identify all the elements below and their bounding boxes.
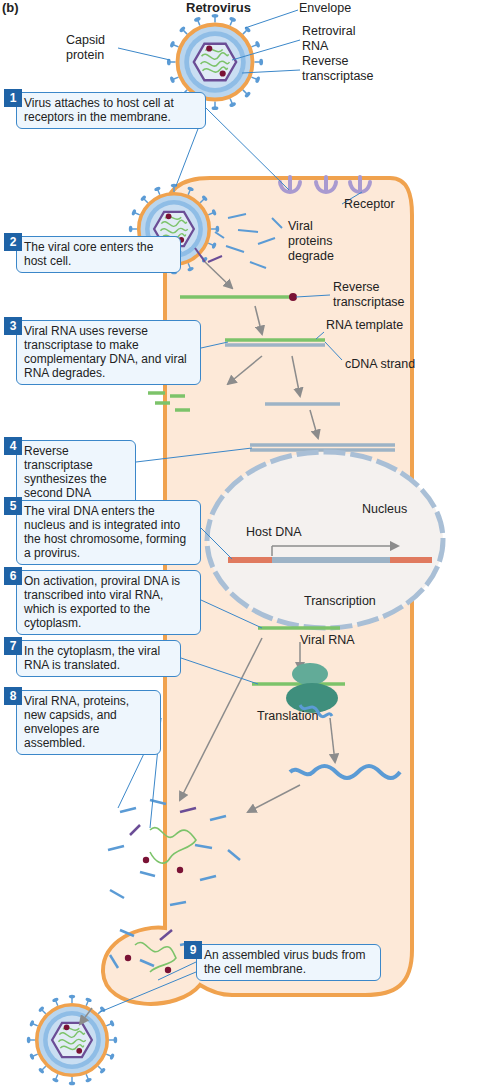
viral-rna — [258, 626, 340, 630]
callout-box: 2The viral core enters the host cell. — [16, 236, 181, 273]
part-label: RNA template — [326, 318, 403, 333]
nucleus — [207, 452, 443, 628]
callout-text: The viral core enters the host cell. — [24, 240, 174, 268]
callout-box: 8Viral RNA, proteins, new capsids, and e… — [16, 690, 161, 755]
part-label: Reverse transcriptase — [302, 54, 392, 84]
rna-template — [225, 338, 325, 342]
callout-number: 6 — [4, 567, 22, 585]
callout-text: An assembled virus buds from the cell me… — [204, 948, 374, 976]
callout-text: Virus attaches to host cell at receptors… — [24, 96, 199, 124]
part-label: Receptor — [344, 197, 395, 212]
part-label: Transcription — [304, 594, 376, 609]
part-label: Translation — [257, 709, 318, 724]
viral-protein — [290, 766, 400, 778]
callout-number: 7 — [4, 637, 22, 655]
provirus — [228, 546, 432, 563]
callout-number: 2 — [4, 233, 22, 251]
callout-number: 4 — [4, 437, 22, 455]
callout-number: 3 — [4, 317, 22, 335]
part-label: Capsid protein — [66, 33, 116, 63]
double-dna — [250, 448, 395, 452]
part-label: Retroviral RNA — [302, 24, 364, 54]
cdna-strand — [225, 343, 325, 347]
callout-box: 7In the cytoplasm, the viral RNA is tran… — [16, 640, 181, 677]
viral-rna — [180, 295, 290, 299]
part-label: Envelope — [299, 1, 351, 16]
callout-box: 9An assembled virus buds from the cell m… — [196, 944, 381, 981]
part-label: Nucleus — [362, 502, 407, 517]
callout-number: 5 — [4, 497, 22, 515]
part-label: Host DNA — [246, 525, 302, 540]
callout-number: 1 — [4, 89, 22, 107]
part-label: Viral proteins degrade — [288, 219, 348, 264]
leader-line — [325, 342, 342, 360]
callout-number: 9 — [184, 941, 202, 959]
receptor-symbol — [280, 177, 370, 192]
callout-text: The viral DNA enters the nucleus and is … — [24, 504, 194, 560]
callout-box: 5The viral DNA enters the nucleus and is… — [16, 500, 201, 565]
callout-box: 3Viral RNA uses reverse transcriptase to… — [16, 320, 201, 385]
double-dna — [250, 443, 395, 447]
callout-number: 8 — [4, 687, 22, 705]
callout-box: 6On activation, proviral DNA is transcri… — [16, 570, 201, 635]
part-label: Reverse transcriptase — [333, 280, 423, 310]
callout-box: 1Virus attaches to host cell at receptor… — [16, 92, 206, 129]
new-virus — [27, 995, 117, 1085]
protein-fragments — [195, 214, 282, 268]
reverse-transcriptase — [289, 293, 297, 301]
part-label: (b) — [2, 0, 19, 15]
single-dna — [265, 402, 340, 406]
ribosome — [292, 663, 328, 685]
callout-text: Viral RNA, proteins, new capsids, and en… — [24, 694, 154, 750]
callout-text: On activation, proviral DNA is transcrib… — [24, 574, 194, 630]
part-label: cDNA strand — [345, 357, 415, 372]
diagram-title: Retrovirus — [186, 0, 251, 15]
callout-text: In the cytoplasm, the viral RNA is trans… — [24, 644, 174, 672]
callout-text: Viral RNA uses reverse transcriptase to … — [24, 324, 194, 380]
part-label: Viral RNA — [300, 633, 355, 648]
rna-fragments — [148, 393, 190, 410]
